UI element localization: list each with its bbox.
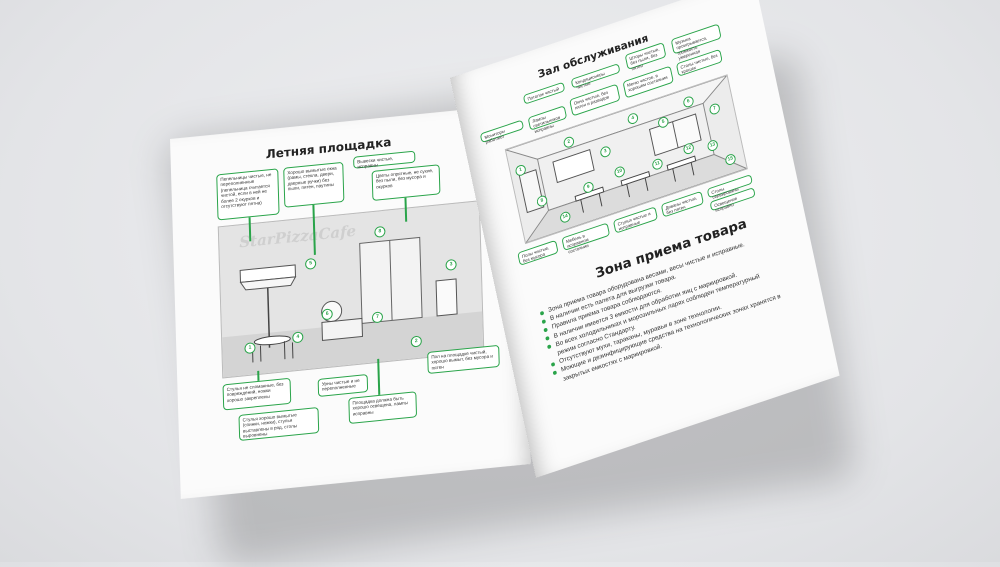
left-page: Летняя площадка StarPizzaCafe 1 2 3 [170,104,531,499]
callout-lamps: Лампы светильников исправны [527,105,568,134]
callout-menu: Меню чистое, в хорошем состоянии [622,65,674,99]
callout-ceiling: Потолок чистый [522,81,566,105]
callout-signs: Вывески чистые, исправны [353,150,416,170]
callout-chairs-clean: Стулья хорошо вымытые (спинки, ножки), с… [238,407,320,441]
callout-bins: Урны чистые и не переполненные [317,374,369,397]
service-hall-illustration: 1 2 3 4 5 6 7 8 9 10 11 12 13 14 15 [504,74,748,245]
callout-flowers: Цветы опрятные, не сухие, без пыли, без … [371,164,441,201]
callout-lighting: Площадка должна быть хорошо освещена, ла… [348,391,418,424]
callout-windows: Хорошо вымытые окна (рамы, стекла, двери… [283,161,345,208]
summer-terrace-illustration: StarPizzaCafe 1 2 3 4 5 6 7 8 [217,200,485,379]
callout-chairs-intact: Стулья не сломанные, без повреждений, но… [222,377,292,411]
right-page: Зал обслуживания Потолок чистый Кондицио… [450,0,840,478]
callout-monitors: Мониторы работают [479,119,525,145]
callout-floors: Полы чистые, без мусора [517,239,559,266]
callout-ashtrays: Пепельницы чистые, не переполненные (пеп… [216,168,280,221]
hall-drawing [504,74,748,244]
